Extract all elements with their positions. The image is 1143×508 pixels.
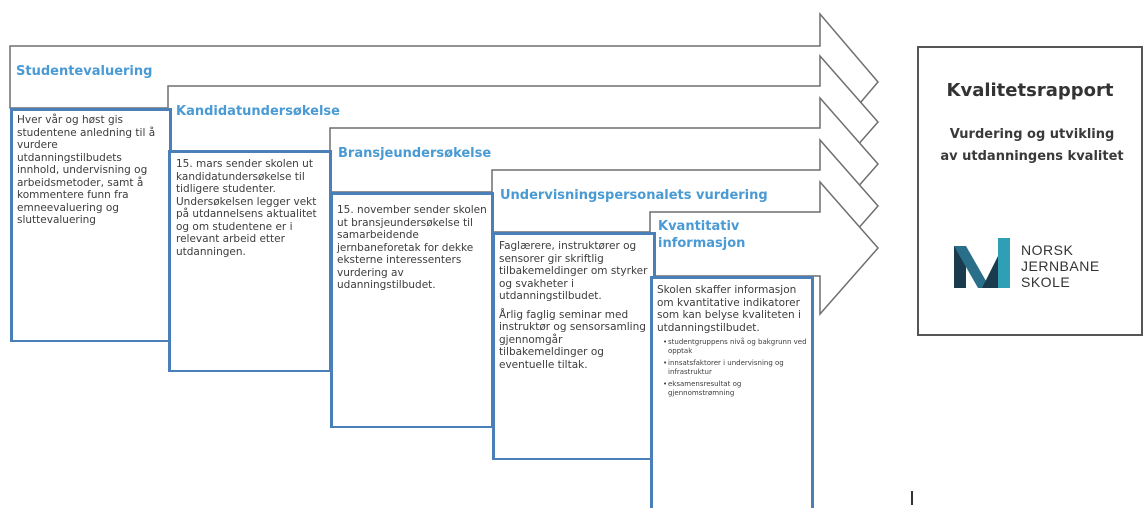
- report-title: Kvalitetsrapport: [946, 80, 1114, 101]
- indicator-item: studentgruppens nivå og bakgrunn ved opp…: [663, 338, 807, 355]
- quality-report-panel: Kvalitetsrapport Vurdering og utvikling …: [917, 46, 1143, 336]
- indicator-item: eksamensresultat og gjennomstrømning: [663, 380, 807, 397]
- logo-icon: [954, 238, 1010, 288]
- stage-box-bransjeundersokelse: [330, 192, 494, 428]
- stage-title-kvantitativ-line2: informasjon: [658, 236, 746, 251]
- stage-title-kvantitativ-line1: Kvantitativ: [658, 219, 740, 234]
- stage-text-kvantitativ-p1: Skolen skaffer informasjon om kvantitati…: [657, 284, 801, 334]
- stage-text-kandidatundersokelse: 15. mars sender skolen ut kandidatunders…: [176, 158, 317, 258]
- stage-text-undervisningspersonalet-p1: Faglærere, instruktører og sensorer gir …: [499, 240, 648, 302]
- stage-title-kandidatundersokelse: Kandidatundersøkelse: [176, 104, 340, 119]
- stage-text-studentevaluering: Hver vår og høst gis studentene anlednin…: [17, 114, 156, 226]
- stage-title-studentevaluering: Studentevaluering: [16, 64, 153, 79]
- stage-box-undervisningspersonalet: [492, 232, 656, 460]
- stage-text-kvantitativ: Skolen skaffer informasjon om kvantitati…: [657, 284, 807, 401]
- report-subtitle: Vurdering og utvikling av utdanningens k…: [940, 127, 1124, 164]
- indicator-list: studentgruppens nivå og bakgrunn ved opp…: [657, 338, 807, 397]
- logo-line-norsk: NORSK: [1021, 242, 1074, 258]
- stage-title-undervisningspersonalet: Undervisningspersonalets vurdering: [500, 188, 768, 203]
- logo-line-skole: SKOLE: [1021, 274, 1071, 290]
- stage-text-bransjeundersokelse: 15. november sender skolen ut bransjeund…: [337, 204, 487, 291]
- edge-mark: [911, 491, 913, 505]
- indicator-item: innsatsfaktorer i undervisning og infras…: [663, 359, 807, 376]
- logo-wordmark: NORSK JERNBANE SKOLE: [1021, 242, 1100, 290]
- stage-title-bransjeundersokelse: Bransjeundersøkelse: [338, 146, 492, 161]
- stage-text-undervisningspersonalet: Faglærere, instruktører og sensorer gir …: [499, 240, 649, 371]
- logo-line-jernbane: JERNBANE: [1021, 258, 1100, 274]
- stage-title-kvantitativ: Kvantitativ informasjon: [658, 218, 745, 252]
- stage-text-undervisningspersonalet-p2: Årlig faglig seminar med instruktør og s…: [499, 308, 646, 371]
